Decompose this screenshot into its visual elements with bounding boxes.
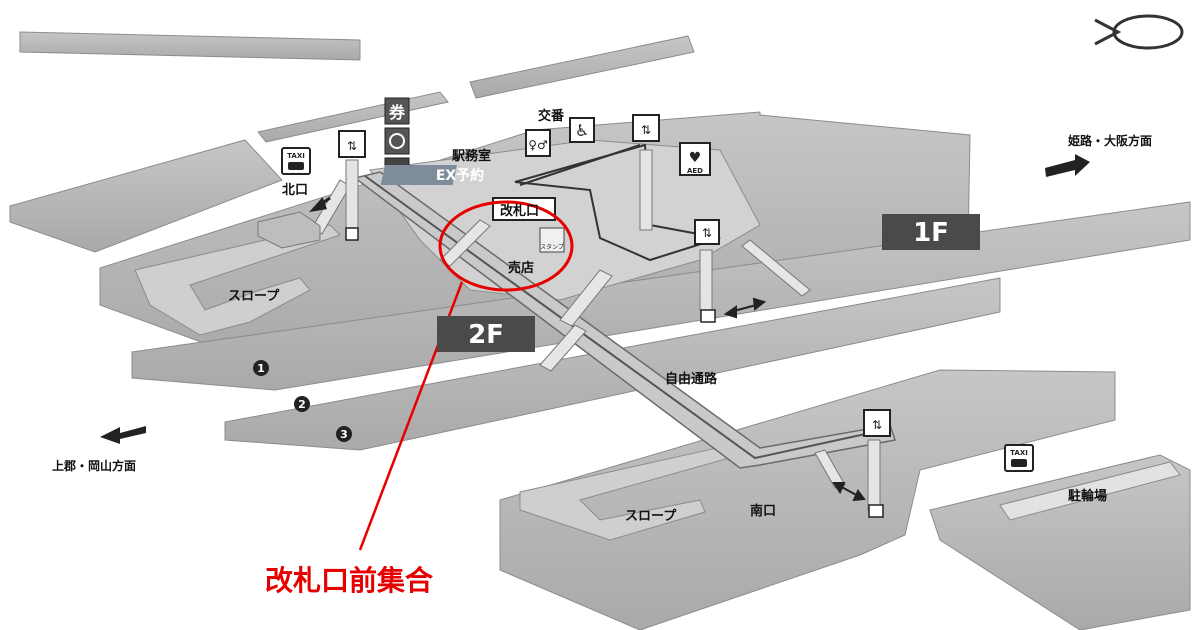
svg-text:AED: AED [687, 167, 703, 175]
label-free-passage: 自由通路 [665, 371, 718, 387]
svg-text:2: 2 [298, 398, 306, 411]
svg-text:券: 券 [388, 103, 406, 122]
north-slope [134, 224, 341, 336]
floor-badge-2f: 2F [437, 316, 535, 352]
ticket-machine-icon: 券 [384, 97, 410, 125]
platform-number-1: 1 [253, 360, 269, 376]
svg-text:♥: ♥ [689, 150, 702, 166]
two-way-arrow-east [723, 297, 767, 319]
south-block [499, 369, 1116, 630]
label-bicycle-parking: 駐輪場 [1068, 488, 1107, 504]
meeting-point-label: 改札口前集合 [265, 564, 434, 597]
elevator-shaft-center [639, 149, 653, 231]
svg-text:1F: 1F [913, 218, 949, 248]
label-dir-kamigori-okayama: 上郡・岡山方面 [52, 458, 136, 473]
stairs [311, 179, 846, 489]
svg-text:⇅: ⇅ [347, 139, 357, 153]
svg-text:⇅: ⇅ [872, 418, 882, 432]
toilet-icon: ♀♂ [525, 129, 551, 157]
taxi-sign-north: TAXI [281, 147, 311, 175]
svg-text:EX予約: EX予約 [436, 167, 484, 184]
taxi-sign-south: TAXI [1004, 444, 1034, 472]
shaft-base-south [868, 504, 884, 518]
svg-text:3: 3 [340, 428, 348, 441]
svg-text:⇅: ⇅ [702, 226, 712, 240]
bicycle-parking-box [999, 461, 1181, 521]
svg-text:♀♂: ♀♂ [528, 138, 548, 152]
shaft-base-north [345, 227, 359, 241]
elevator-shaft-north [345, 159, 359, 231]
label-south-exit: 南口 [750, 503, 776, 519]
top-strip-platform-b [469, 35, 695, 99]
svg-text:スタンプ: スタンプ [540, 243, 564, 251]
svg-text:2F: 2F [468, 320, 504, 350]
route-line [364, 175, 871, 460]
two-way-arrow-south [832, 482, 866, 502]
svg-text:TAXI: TAXI [1010, 449, 1028, 457]
stairs-platform-2 [539, 324, 587, 372]
stairs-platform-1 [559, 269, 613, 327]
floor-badge-1f: 1F [882, 214, 980, 250]
label-dir-himeji-osaka: 姫路・大阪方面 [1068, 133, 1152, 148]
label-police-box: 交番 [538, 108, 565, 124]
elevator-shafts [345, 149, 881, 511]
svg-text:♿: ♿ [575, 121, 589, 140]
platform-number-3: 3 [336, 426, 352, 442]
north-exit-arrow [309, 196, 331, 213]
ticket-office-icon [384, 127, 410, 155]
platform-number-2: 2 [294, 396, 310, 412]
shaft-base-markers [345, 227, 884, 518]
top-strip-left [19, 31, 361, 61]
elevator-icon-east[interactable]: ⇅ [694, 219, 720, 245]
arrow-to-himeji-osaka [1045, 154, 1090, 177]
stamp-icon: スタンプ [539, 227, 565, 253]
aed-icon: ♥ AED [679, 142, 711, 176]
label-slope-south: スロープ [625, 509, 677, 524]
label-station-office: 駅務室 [451, 148, 491, 164]
elevator-icon-south[interactable]: ⇅ [863, 409, 891, 437]
shaft-base-east [700, 309, 716, 323]
north-arrow-icon [1094, 14, 1184, 50]
meeting-point-circle [438, 200, 574, 292]
label-slope-north: スロープ [228, 289, 280, 304]
bicycle-parking-area [929, 454, 1191, 630]
elevator-shaft-south [867, 439, 881, 511]
label-shop: 売店 [508, 260, 534, 276]
elevator-shaft-east [699, 249, 713, 311]
svg-text:TAXI: TAXI [287, 152, 305, 160]
stairs-south [814, 449, 846, 489]
north-building [257, 211, 321, 249]
elevator-icon-center[interactable]: ⇅ [632, 114, 660, 142]
north-left-area [9, 139, 283, 253]
elevator-icon-north[interactable]: ⇅ [338, 130, 366, 158]
ex-reserve-icon: EX予約 [380, 165, 484, 185]
stairs-1f [741, 239, 811, 297]
label-ticket-gate: 改札口 [500, 203, 539, 219]
label-north-exit: 北口 [282, 183, 308, 198]
svg-text:1: 1 [257, 362, 265, 375]
svg-text:⇅: ⇅ [641, 123, 651, 137]
arrow-to-kamigori-okayama [100, 426, 146, 444]
wheelchair-icon: ♿ [569, 117, 595, 143]
